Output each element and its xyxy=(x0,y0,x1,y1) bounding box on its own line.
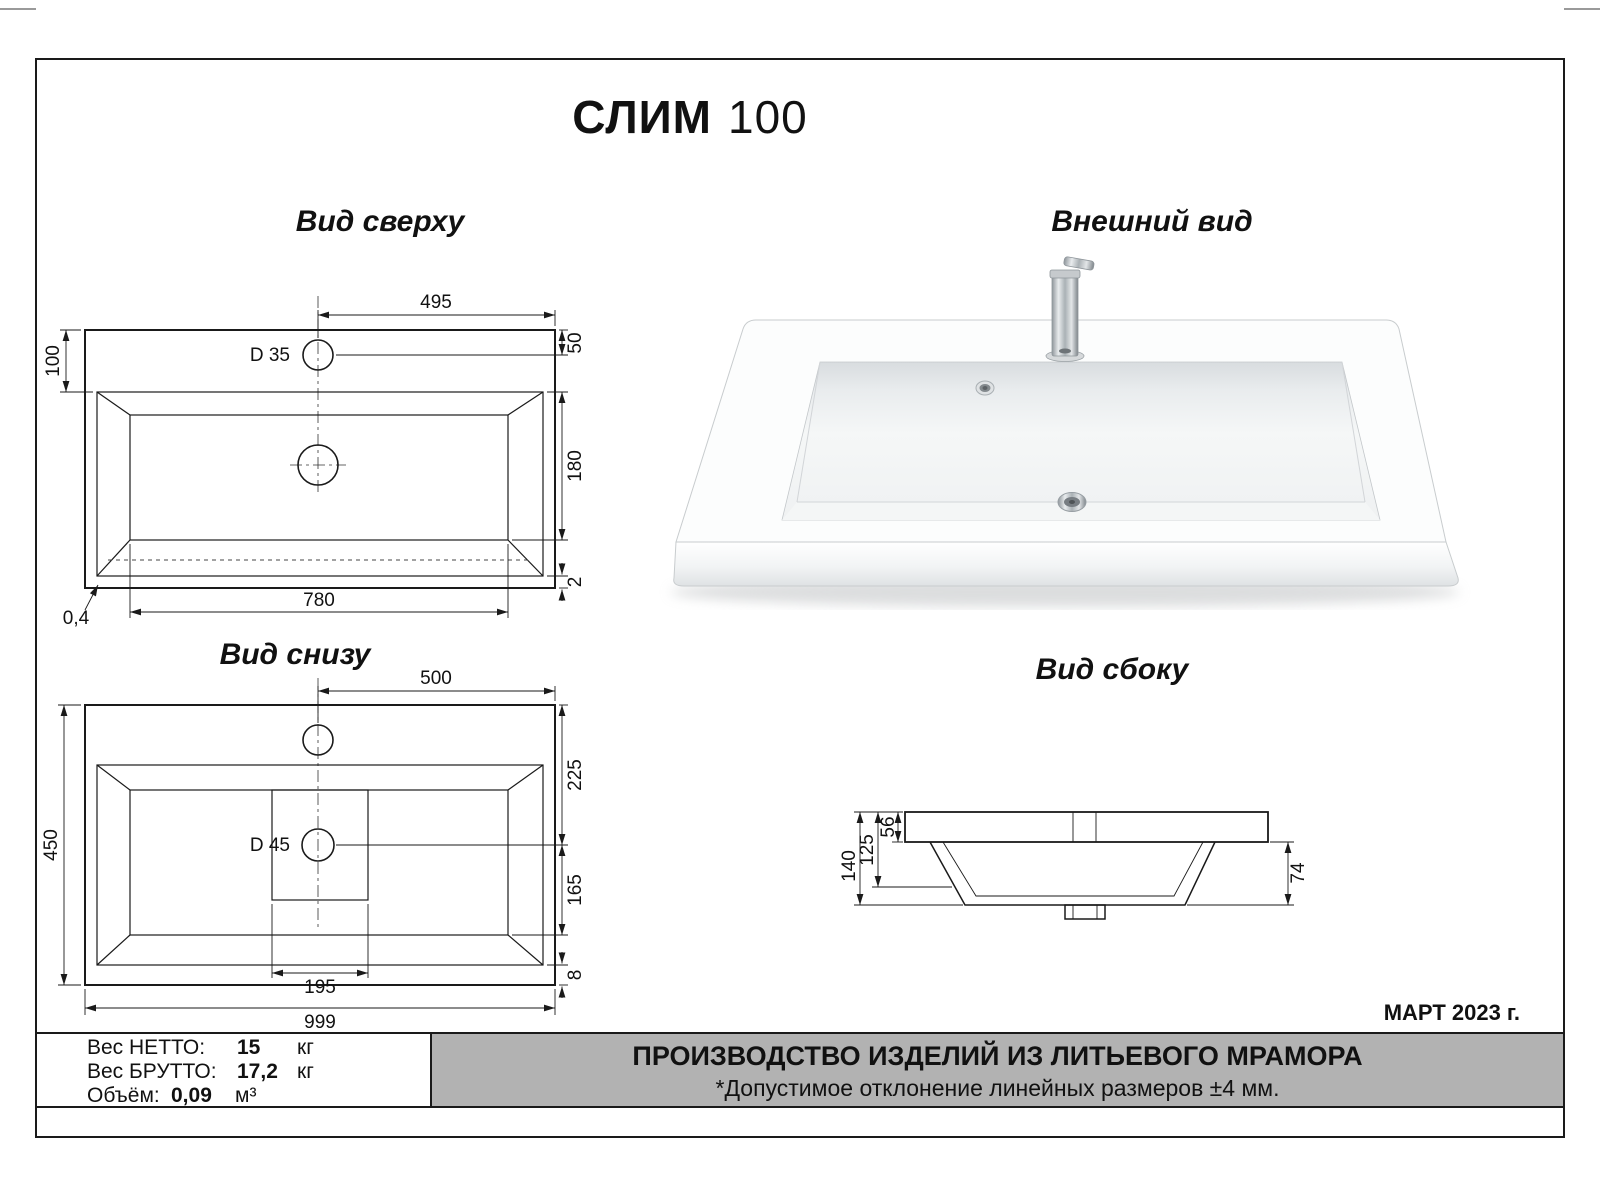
net-weight-value: 15 xyxy=(237,1035,261,1059)
overflow-hole xyxy=(975,380,995,396)
sink-apron xyxy=(673,541,1459,587)
faucet xyxy=(1045,256,1095,362)
bottom-view-drawing: 500 450 225 165 8 D 45 195 999 xyxy=(41,668,586,1033)
dim-180: 180 xyxy=(565,450,586,482)
drain-stub xyxy=(1064,904,1106,920)
slope-edge xyxy=(507,391,544,416)
slope-edge xyxy=(96,934,131,966)
drain xyxy=(1057,492,1087,512)
rim-section xyxy=(904,811,1269,843)
slope-edge xyxy=(507,934,544,966)
dim-74: 74 xyxy=(1288,862,1309,884)
basin-floor xyxy=(782,502,1380,520)
faucet-body xyxy=(1051,275,1079,357)
external-view-label: Внешний вид xyxy=(1051,205,1253,238)
issue-date: МАРТ 2023 г. xyxy=(1383,1000,1520,1025)
basin-edge xyxy=(1341,361,1366,503)
volume-unit: м³ xyxy=(235,1083,257,1107)
volume-value: 0,09 xyxy=(171,1083,212,1107)
gross-weight-label: Вес БРУТТО: xyxy=(87,1059,217,1083)
model-size: 100 xyxy=(727,91,808,143)
gross-weight-unit: кг xyxy=(297,1059,314,1083)
basin-opening xyxy=(96,391,544,577)
gross-weight-value: 17,2 xyxy=(237,1059,278,1083)
basin-opening xyxy=(96,764,544,966)
slope-edge xyxy=(96,539,131,577)
top-view-drawing: 495 50 100 D 35 180 2 780 0,4 xyxy=(43,292,586,629)
drawing-frame xyxy=(35,58,1565,1138)
dim-450: 450 xyxy=(41,829,62,861)
dim-56: 56 xyxy=(878,816,899,837)
side-view-drawing: 56 125 140 74 xyxy=(840,811,1309,920)
page-edge-tick-right xyxy=(1564,8,1600,10)
faucet-handle xyxy=(1063,256,1095,271)
net-weight-unit: кг xyxy=(297,1035,314,1059)
dim-780: 780 xyxy=(303,590,335,611)
faucet-hole-diameter: D 35 xyxy=(250,345,290,366)
dim-495: 495 xyxy=(420,292,452,313)
spec-row-gross: Вес БРУТТО: 17,2 кг xyxy=(87,1060,430,1084)
dim-140: 140 xyxy=(840,850,860,882)
basin-section xyxy=(929,841,1216,906)
slope-edge xyxy=(507,539,544,577)
spec-row-volume: Объём: 0,09 м³ xyxy=(87,1084,430,1108)
basin-edge xyxy=(796,361,821,503)
dim-8: 8 xyxy=(565,970,586,981)
dim-0-4: 0,4 xyxy=(63,608,90,629)
dim-100: 100 xyxy=(43,345,64,377)
bottom-view-label: Вид снизу xyxy=(219,638,371,671)
basin-floor xyxy=(129,789,509,936)
page-title: СЛИМ 100 xyxy=(340,90,1040,144)
banner-title: ПРОИЗВОДСТВО ИЗДЕЛИЙ ИЗ ЛИТЬЕВОГО МРАМОР… xyxy=(632,1041,1363,1071)
drain-hole xyxy=(297,444,339,486)
dim-500: 500 xyxy=(420,668,452,689)
basin-inner-wall xyxy=(942,841,1204,897)
slope-edge xyxy=(96,764,131,791)
manufacturer-banner: ПРОИЗВОДСТВО ИЗДЕЛИЙ ИЗ ЛИТЬЕВОГО МРАМОР… xyxy=(432,1032,1563,1108)
page-edge-tick-left xyxy=(0,8,36,10)
dim-225: 225 xyxy=(565,759,586,791)
dim-2: 2 xyxy=(565,577,586,588)
sink-outline xyxy=(84,329,556,589)
spec-row-net: Вес НЕТТО: 15 кг xyxy=(87,1036,430,1060)
side-view-label: Вид сбоку xyxy=(1035,653,1189,686)
basin-floor xyxy=(129,414,509,541)
dim-999: 999 xyxy=(304,1012,336,1033)
dim-165: 165 xyxy=(565,874,586,906)
dim-195: 195 xyxy=(304,977,336,998)
slope-edge xyxy=(507,764,544,791)
drain-hole xyxy=(301,828,335,862)
drain-hole-diameter: D 45 xyxy=(250,835,290,856)
banner-tolerance-note: *Допустимое отклонение линейных размеров… xyxy=(715,1075,1280,1101)
model-name: СЛИМ xyxy=(572,91,712,143)
faucet-spout-opening xyxy=(1059,348,1071,354)
net-weight-label: Вес НЕТТО: xyxy=(87,1035,206,1059)
faucet-hole xyxy=(302,339,334,371)
faucet-hole xyxy=(302,724,334,756)
volume-label: Объём: xyxy=(87,1083,160,1107)
slope-edge xyxy=(96,391,131,416)
top-view-label: Вид сверху xyxy=(295,205,465,238)
weight-spec-box: Вес НЕТТО: 15 кг Вес БРУТТО: 17,2 кг Объ… xyxy=(37,1032,432,1108)
dim-50: 50 xyxy=(565,332,586,353)
sink-render xyxy=(670,256,1460,607)
faucet-cap xyxy=(1049,269,1081,279)
